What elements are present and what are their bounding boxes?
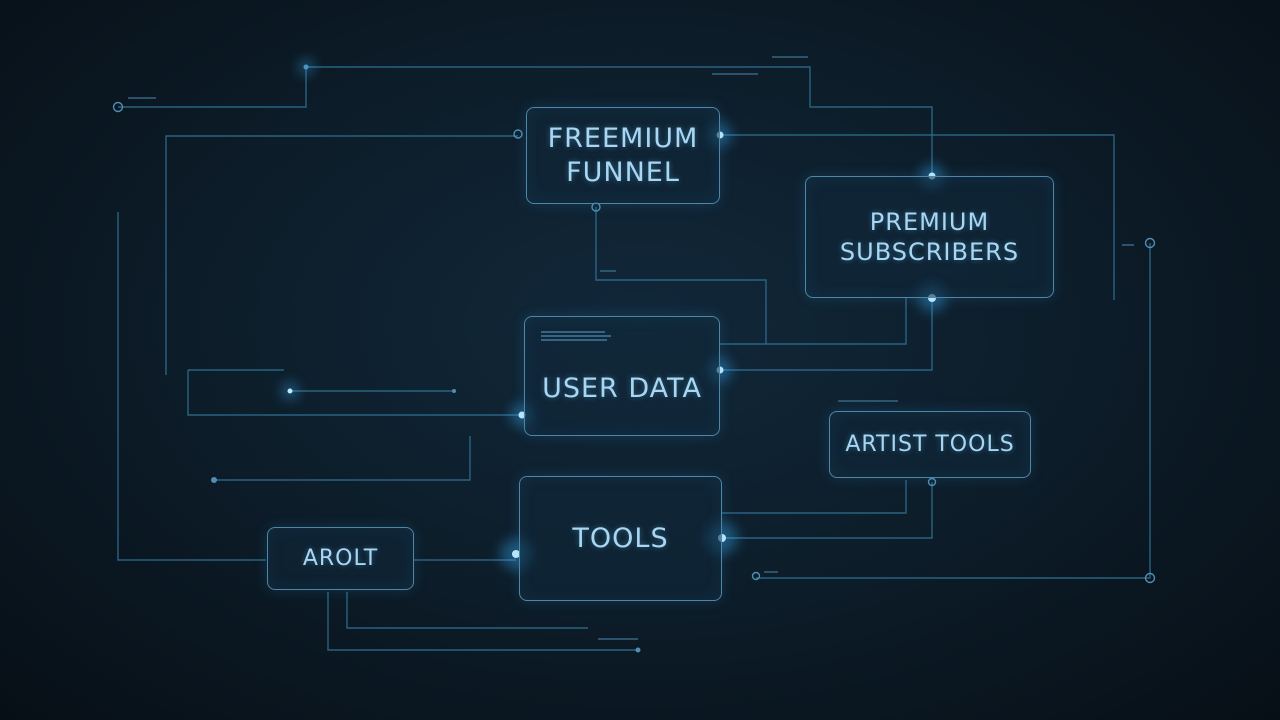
deco-bar-2: [541, 335, 611, 337]
wire-far-left: [117, 212, 266, 561]
glow-junction-topleft: [298, 59, 314, 75]
wire-userdata-premium-b: [720, 298, 933, 371]
wire-tools-artist-a: [722, 480, 907, 514]
port-open-freemium-left: [513, 129, 523, 139]
wire-arolt-bottom-a: [346, 592, 588, 629]
wire-tools-artist-b: [722, 482, 933, 539]
node-user-data-label: USER DATA: [542, 373, 702, 405]
port-open-bottom-mid: [751, 571, 761, 581]
port-open-artist-bottom: [927, 477, 937, 487]
wire-userdata-premium-a: [720, 298, 907, 345]
deco-tick-artist: [838, 400, 898, 402]
port-dot-short-end: [452, 389, 456, 393]
deco-bar-3: [541, 339, 607, 341]
node-user-data[interactable]: USER DATA: [524, 316, 720, 436]
wire-left-freemium: [165, 135, 518, 375]
wire-arolt-bottom-b: [327, 592, 638, 651]
wire-top-frame: [118, 66, 933, 176]
wire-userdata-down: [214, 436, 471, 481]
deco-tick-topleft: [128, 97, 156, 99]
port-open-right-bottom: [1144, 572, 1156, 584]
deco-tick-right: [1122, 244, 1134, 246]
wire-freemium-userdata: [595, 207, 767, 344]
port-dot-bottom: [635, 647, 641, 653]
freemium-funnel-line-2: FUNNEL: [566, 156, 680, 188]
node-premium-subscribers[interactable]: PREMIUM SUBSCRIBERS: [805, 176, 1054, 298]
deco-tick-bottom: [598, 638, 638, 640]
node-freemium-funnel-label: FREEMIUM FUNNEL: [548, 122, 699, 190]
premium-subscribers-line-1: PREMIUM: [869, 208, 990, 236]
deco-tick-bottom-right: [764, 571, 778, 573]
deco-tick-top-right-b: [712, 73, 758, 75]
deco-tick-top-right-a: [772, 56, 808, 58]
user-data-deco-lines: [541, 331, 611, 341]
node-arolt[interactable]: AROLT: [267, 527, 414, 590]
port-dot-left-mid: [211, 477, 217, 483]
node-tools-label: TOOLS: [572, 522, 669, 554]
port-open-right-top: [1144, 237, 1156, 249]
node-tools[interactable]: TOOLS: [519, 476, 722, 601]
glow-junction-mid-left: [281, 382, 299, 400]
deco-tick-mid: [600, 270, 616, 272]
premium-subscribers-line-2: SUBSCRIBERS: [839, 238, 1020, 266]
node-arolt-label: AROLT: [302, 545, 379, 571]
freemium-funnel-line-1: FREEMIUM: [547, 122, 699, 154]
node-premium-subscribers-label: PREMIUM SUBSCRIBERS: [840, 207, 1019, 267]
wire-left-userdata: [187, 370, 522, 416]
wire-freemium-right: [720, 134, 1115, 300]
port-open-topleft: [112, 101, 124, 113]
deco-bar-1: [541, 331, 605, 333]
node-artist-tools-label: ARTIST TOOLS: [845, 431, 1015, 457]
node-freemium-funnel[interactable]: FREEMIUM FUNNEL: [526, 107, 720, 204]
node-artist-tools[interactable]: ARTIST TOOLS: [829, 411, 1031, 478]
